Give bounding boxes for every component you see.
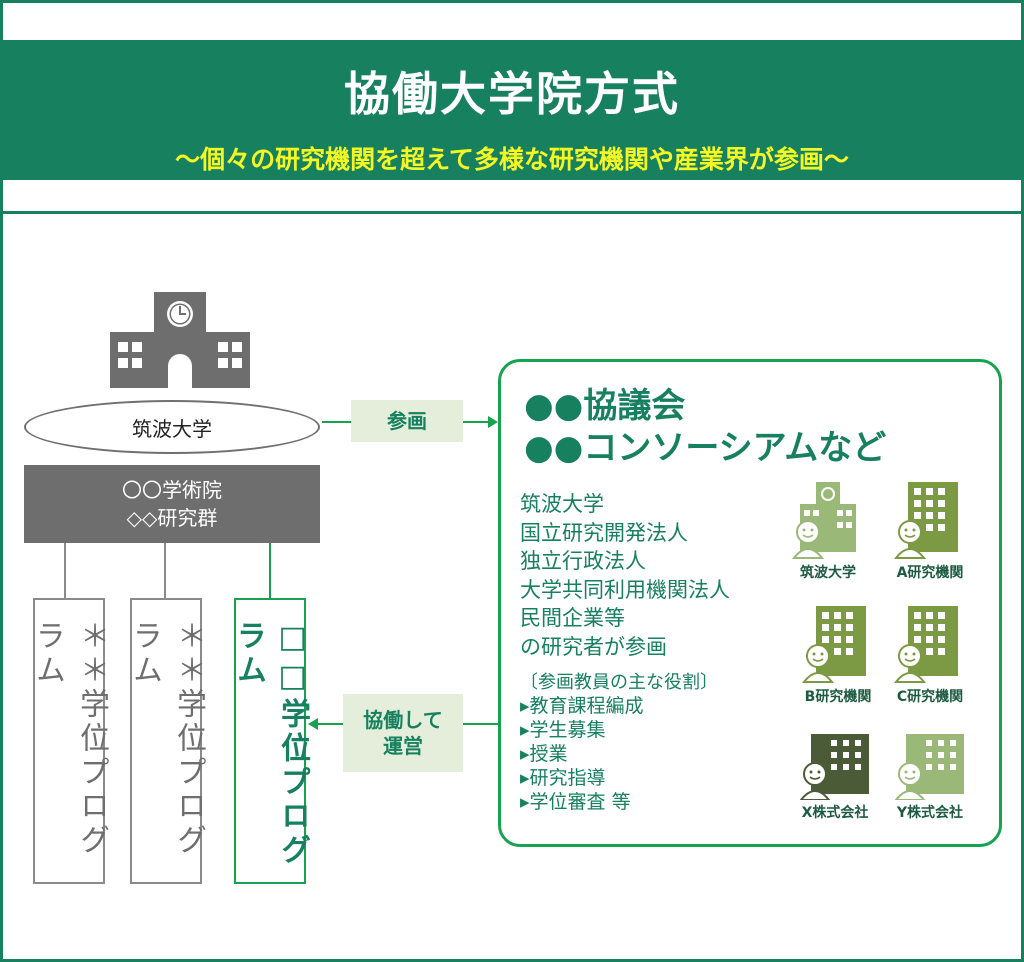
arrow-right-icon [488, 416, 498, 428]
header-band [0, 40, 1024, 180]
org-b: B研究機関 [788, 604, 888, 706]
gakujutsu-box: 〇〇学術院 ◇◇研究群 [24, 465, 320, 543]
org-tsukuba: 筑波大学 [778, 480, 878, 582]
consortium-title-2: ●●コンソーシアムなど [524, 428, 887, 468]
org-c: C研究機関 [880, 604, 980, 706]
roles-list: ▸教育課程編成 ▸学生募集 ▸授業 ▸研究指導 ▸学位審査 等 [520, 694, 644, 814]
university-oval: 筑波大学 [24, 400, 320, 454]
kyodo-label-line2: 運営 [383, 734, 423, 758]
office-building-icon [893, 482, 958, 559]
role-item: ▸授業 [520, 743, 568, 765]
org-label: A研究機関 [896, 565, 964, 581]
degree-program-box-1: ＊＊学位プログラム [30, 598, 109, 884]
member-item: 筑波大学 [520, 492, 604, 516]
degree-program-label-3: □□学位プログラム [231, 620, 310, 868]
org-label: B研究機関 [804, 689, 872, 705]
page-subtitle: ～個々の研究機関を超えて多様な研究機関や産業界が参画～ [175, 145, 849, 174]
roles-heading: 〔参画教員の主な役割〕 [520, 672, 718, 693]
degree-program-label-2: ＊＊学位プログラム [127, 620, 206, 858]
sankaku-label-text: 参画 [387, 409, 427, 433]
member-list: 筑波大学 国立研究開発法人 独立行政法人 大学共同利用機関法人 民間企業等 の研… [520, 490, 730, 661]
member-item: 独立行政法人 [520, 549, 646, 573]
university-name: 筑波大学 [132, 416, 212, 441]
page-title: 協働大学院方式 [344, 67, 680, 121]
office-building-icon [801, 606, 866, 683]
member-item: 大学共同利用機関法人 [520, 577, 730, 602]
role-item: ▸研究指導 [520, 767, 606, 789]
gakujutsu-line1: 〇〇学術院 [122, 478, 222, 502]
member-item: 国立研究開発法人 [520, 520, 688, 545]
member-item: 民間企業等 [520, 606, 625, 630]
kyodo-label-line1: 協働して [363, 708, 443, 732]
org-a: A研究機関 [880, 480, 980, 582]
connector-line-3 [269, 543, 271, 598]
org-label: X株式会社 [801, 805, 869, 821]
org-label: Y株式会社 [896, 805, 964, 821]
org-y: Y株式会社 [880, 728, 980, 822]
role-item: ▸教育課程編成 [520, 695, 644, 717]
org-label: 筑波大学 [800, 565, 856, 581]
arrow-left-icon [308, 718, 318, 730]
kyodo-arrow-label: 協働して 運営 [343, 694, 463, 772]
company-building-icon [894, 734, 964, 800]
connector-line-1 [64, 543, 66, 598]
member-item: の研究者が参画 [520, 634, 667, 659]
consortium-title-1: ●●協議会 [524, 386, 686, 426]
office-building-icon [893, 606, 958, 683]
degree-program-box-3: □□学位プログラム [231, 598, 310, 884]
school-building-icon [791, 482, 856, 559]
connector-line-2 [164, 543, 166, 598]
gakujutsu-line2: ◇◇研究群 [126, 506, 218, 530]
company-building-icon [799, 734, 869, 800]
degree-program-box-2: ＊＊学位プログラム [127, 598, 206, 884]
sankaku-arrow-label: 参画 [351, 400, 463, 442]
role-item: ▸学生募集 [520, 719, 606, 741]
role-item: ▸学位審査 等 [520, 791, 631, 813]
degree-program-label-1: ＊＊学位プログラム [30, 620, 109, 858]
org-x: X株式会社 [785, 728, 885, 822]
org-label: C研究機関 [896, 689, 964, 705]
school-building-icon [110, 292, 250, 388]
header-divider [0, 211, 1024, 214]
